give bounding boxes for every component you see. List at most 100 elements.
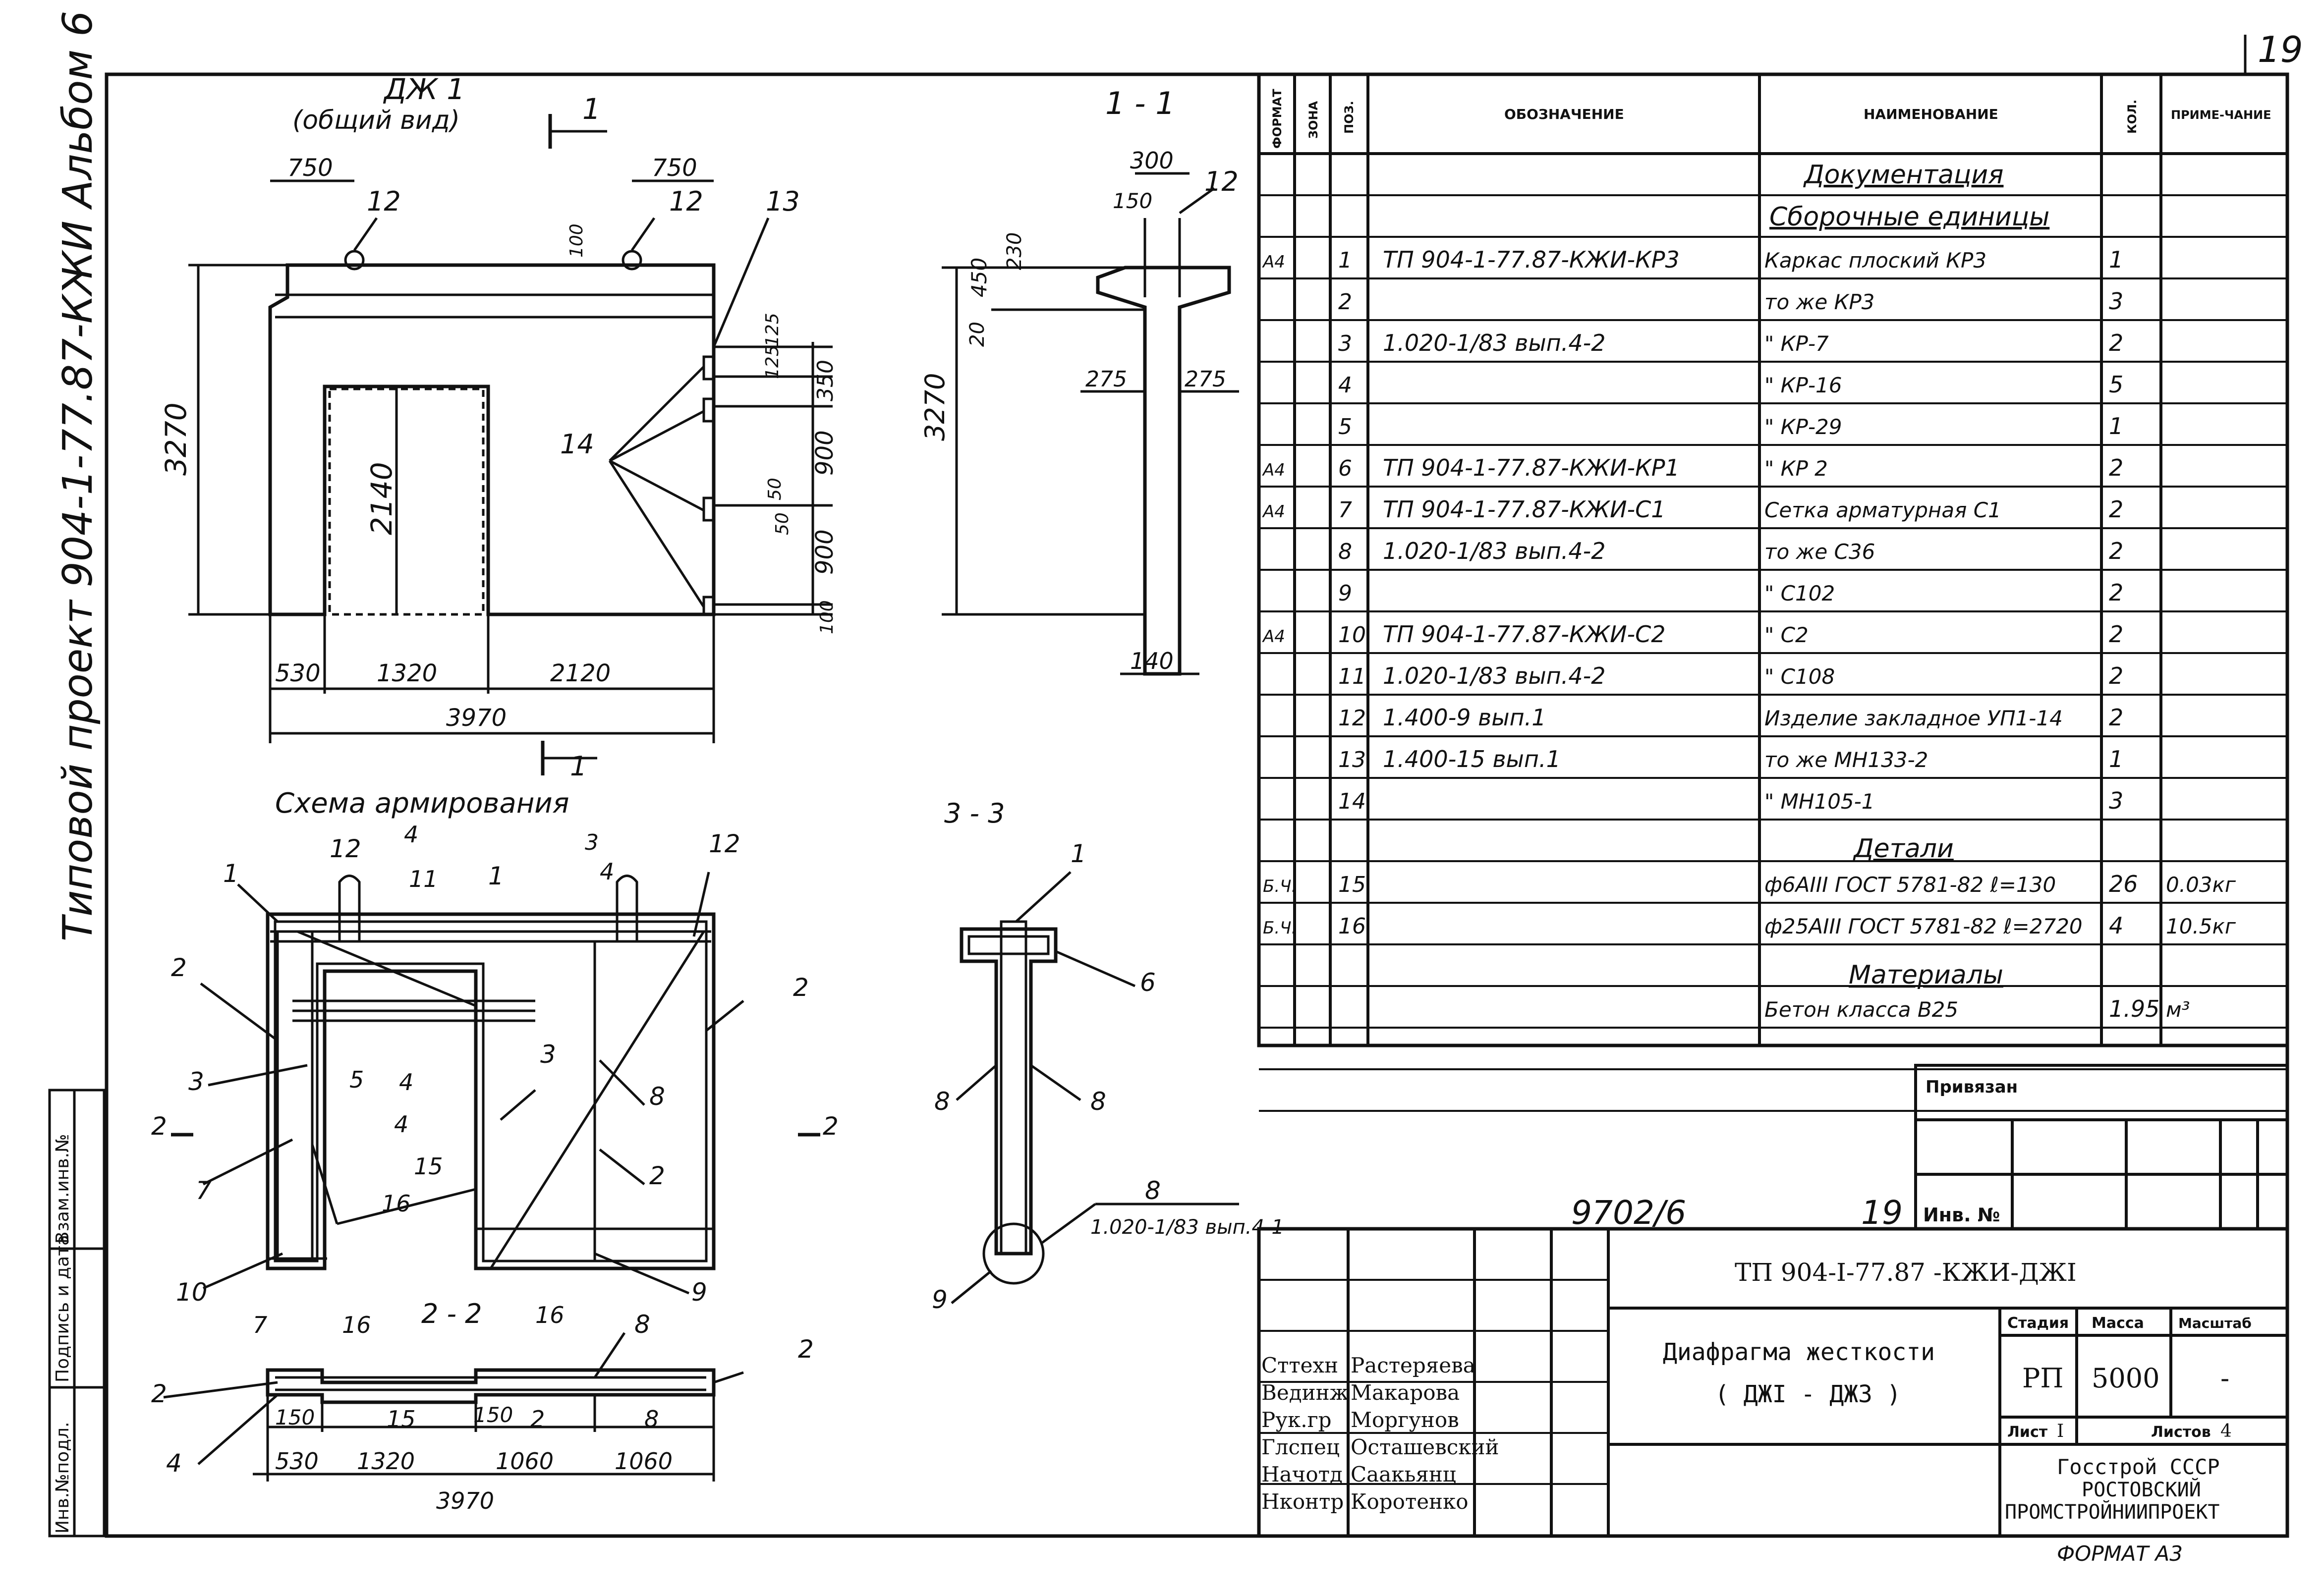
format-label: ФОРМАТ А3 — [2057, 1541, 2183, 1566]
reinforcement-scheme — [171, 872, 820, 1295]
spec-cell-pos: 13 — [1338, 747, 1366, 772]
spec-section-details: Детали — [1853, 834, 1954, 864]
sheet-num-hand: 19 — [1861, 1194, 1903, 1232]
s22-dim-150b: 150 — [473, 1403, 513, 1427]
left-stamp — [48, 1089, 106, 1537]
spec-section-documentation: Документация — [1803, 160, 2003, 190]
spec-cell-pos: 14 — [1338, 789, 1366, 814]
s22-dim-150a: 150 — [275, 1405, 315, 1429]
r-label-4b: 4 — [600, 858, 614, 885]
spec-cell-code: ТП 904-1-77.87-КЖИ-КР3 — [1383, 246, 1680, 273]
person-role: Вединж — [1261, 1380, 1349, 1405]
r-label-1a: 1 — [223, 859, 239, 888]
side-title: Типовой проект 904-1-77.87-КЖИ Альбом 6 — [55, 11, 102, 941]
dim-900b: 900 — [811, 529, 839, 575]
spec-cell-pos: 9 — [1338, 581, 1352, 606]
drawing-title-1: Диафрагма жесткости — [1663, 1338, 1935, 1366]
spec-cell-pos: 6 — [1338, 456, 1352, 481]
s33-label-8c: 8 — [1145, 1176, 1161, 1205]
spec-cell-qty: 2 — [2109, 704, 2123, 731]
spec-header-qty: КОЛ. — [2125, 100, 2139, 134]
dim-1320: 1320 — [377, 659, 437, 687]
dim-100-top: 100 — [567, 223, 587, 258]
general-subtitle: (общий вид) — [292, 106, 460, 135]
dim-2120: 2120 — [550, 659, 611, 687]
spec-cell-qty: 5 — [2109, 371, 2123, 398]
spec-header-format: ФОРМАТ — [1270, 89, 1284, 149]
spec-cell-qty: 26 — [2109, 871, 2138, 897]
dim-3970: 3970 — [446, 704, 507, 732]
r-label-15: 15 — [414, 1153, 443, 1180]
spec-cell-note: 10.5кг — [2166, 914, 2236, 938]
s22-label-8a: 8 — [634, 1310, 650, 1339]
r-label-2a: 2 — [171, 953, 187, 982]
s33-label-1: 1 — [1071, 839, 1086, 868]
spec-header-zone: ЗОНА — [1306, 101, 1320, 139]
person-name: Макарова — [1351, 1380, 1460, 1405]
spec-cell-name: ф25АIII ГОСТ 5781-82 ℓ=2720 — [1764, 914, 2083, 938]
spec-cell-name: Сетка арматурная С1 — [1764, 498, 2001, 522]
s11-dim-300: 300 — [1130, 147, 1174, 174]
spec-table-rowlines — [1259, 194, 2287, 1112]
section-2-2-title: 2 - 2 — [421, 1298, 482, 1329]
r-label-3b: 3 — [540, 1040, 556, 1069]
spec-cell-pos: 12 — [1338, 706, 1366, 731]
spec-cell-pos: 7 — [1338, 497, 1352, 523]
person-role: Нконтр — [1261, 1489, 1344, 1514]
s33-label-8a: 8 — [934, 1087, 950, 1116]
callout-14: 14 — [560, 429, 594, 460]
spec-cell-name: Изделие закладное УП1-14 — [1764, 706, 2063, 730]
s22-label-16b: 16 — [535, 1302, 565, 1328]
mass-label: Масса — [2092, 1315, 2144, 1332]
dim-900a: 900 — [811, 430, 839, 476]
dim-125b: 125 — [762, 345, 783, 379]
spec-cell-name: Бетон класса В25 — [1764, 997, 1958, 1022]
stamp-vzam: Взам.инв.№ — [53, 1134, 73, 1244]
spec-cell-qty: 2 — [2109, 496, 2123, 523]
callout-12-left: 12 — [367, 186, 401, 217]
spec-cell-pos: 2 — [1338, 289, 1352, 315]
section-1-1-title: 1 - 1 — [1105, 85, 1175, 121]
spec-cell-qty: 1.95 — [2109, 995, 2159, 1022]
spec-cell-qty: 2 — [2109, 329, 2123, 356]
spec-cell-name: " КР 2 — [1764, 456, 1828, 481]
spec-cell-qty: 3 — [2109, 787, 2123, 814]
s22-dim-1060a: 1060 — [496, 1448, 554, 1475]
r-label-8a: 8 — [649, 1082, 665, 1111]
spec-cell-qty: 1 — [2109, 746, 2123, 772]
person-role: Рук.гр — [1261, 1408, 1331, 1432]
general-title: ДЖ 1 — [383, 72, 465, 106]
person-name: Саакьянц — [1351, 1462, 1456, 1486]
person-role: Начотд — [1261, 1462, 1343, 1486]
spec-cell-name: ф6АIII ГОСТ 5781-82 ℓ=130 — [1764, 873, 2056, 897]
spec-cell-qty: 1 — [2109, 413, 2123, 439]
dim-750-left: 750 — [287, 154, 333, 182]
mass-value: 5000 — [2092, 1363, 2159, 1394]
s11-dim-275b: 275 — [1185, 367, 1226, 392]
spec-cell-fmt: А4 — [1262, 460, 1285, 480]
inv-label: Инв. № — [1923, 1204, 2000, 1226]
spec-cell-pos: 3 — [1338, 331, 1352, 356]
person-name: Растеряева — [1351, 1353, 1475, 1377]
sheet-value: I — [2057, 1421, 2064, 1441]
stamp-podpis: Подпись и дата — [53, 1235, 73, 1382]
spec-cell-fmt: А4 — [1262, 252, 1285, 272]
person-role: Глспец — [1261, 1435, 1340, 1459]
s33-label-9: 9 — [932, 1285, 948, 1314]
stage-value: РП — [2022, 1363, 2063, 1394]
s22-label-8b: 8 — [644, 1406, 659, 1432]
s22-dim-1060b: 1060 — [615, 1448, 673, 1475]
spec-cell-fmt: А4 — [1262, 627, 1285, 647]
s11-dim-140: 140 — [1130, 648, 1174, 674]
s33-label-6: 6 — [1140, 968, 1156, 997]
spec-cell-note: м³ — [2166, 997, 2190, 1022]
spec-cell-code: 1.020-1/83 вып.4-2 — [1383, 662, 1605, 689]
person-name: Моргунов — [1351, 1408, 1459, 1432]
spec-header-note: ПРИМЕ-ЧАНИЕ — [2171, 108, 2271, 122]
scale-label: Масштаб — [2178, 1315, 2252, 1331]
dim-3270: 3270 — [159, 402, 193, 476]
spec-cell-qty: 2 — [2109, 454, 2123, 481]
